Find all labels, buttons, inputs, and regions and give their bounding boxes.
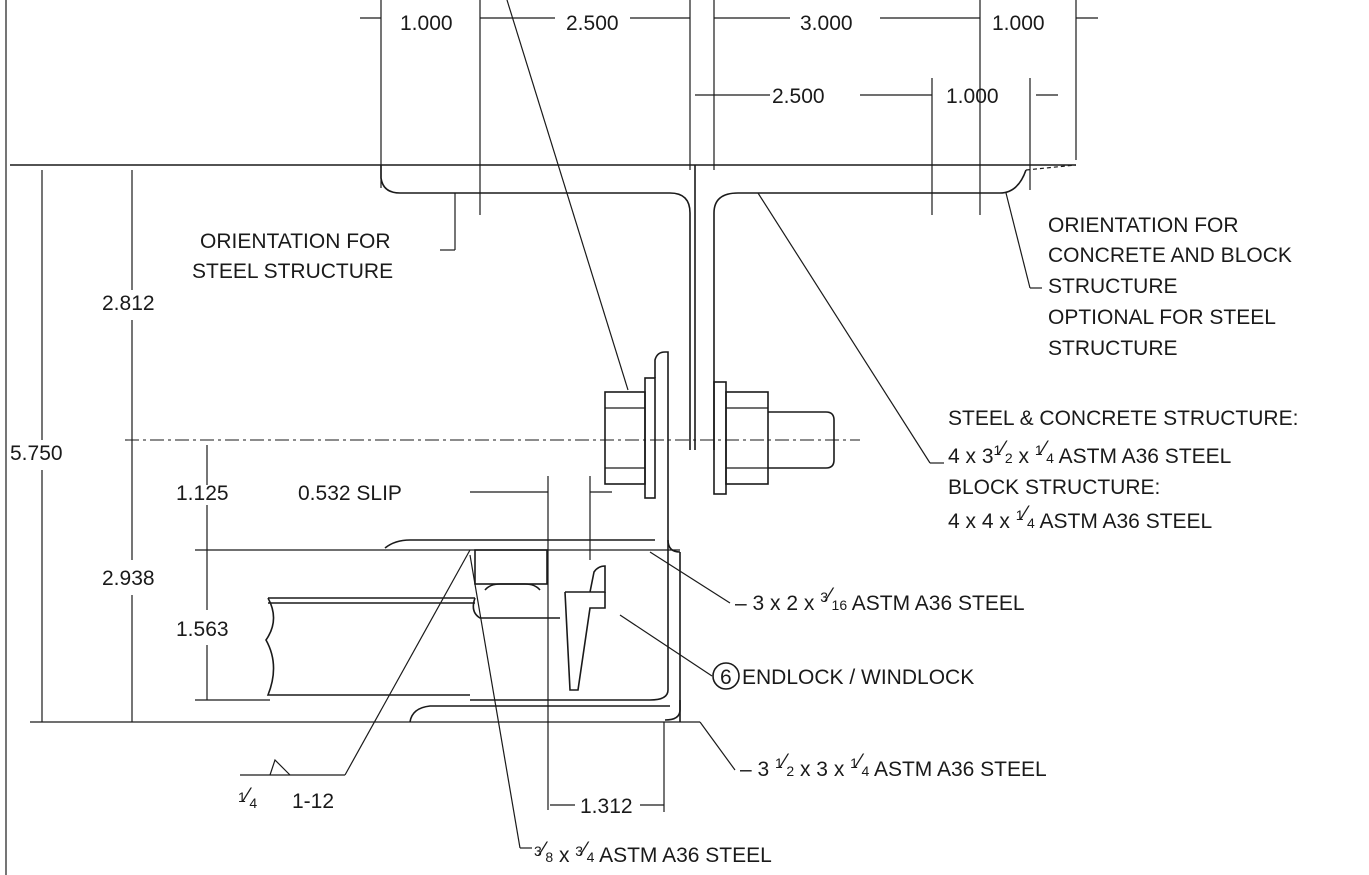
note-angle-small: – 3 x 2 x 3⁄16 ASTM A36 STEEL: [735, 584, 1025, 615]
dim-3000-top: 3.000: [800, 12, 853, 35]
leader-steel-concrete: [757, 192, 931, 464]
dim-2812: 2.812: [102, 292, 155, 315]
left-vertical-dimensions: [30, 170, 860, 723]
endlock-callout-circle: [712, 662, 740, 690]
top-dimension-string: [360, 0, 1098, 215]
leader-angle-bottom: [699, 721, 736, 771]
dim-1125: 1.125: [176, 482, 229, 505]
slip-dimension: [470, 476, 612, 810]
weld-size: 1⁄4: [238, 784, 257, 811]
dim-1312-lines: [550, 722, 665, 812]
leader-bolt: [506, 0, 629, 391]
note-orientation-concrete-2: CONCRETE AND BLOCK: [1048, 244, 1292, 267]
note-orientation-concrete-4: OPTIONAL FOR STEEL: [1048, 306, 1276, 329]
leader-orientation-concrete-a: [1005, 192, 1031, 289]
note-block-heading: BLOCK STRUCTURE:: [948, 476, 1160, 499]
dim-slip: 0.532 SLIP: [298, 482, 402, 505]
dim-2500-mid: 2.500: [772, 85, 825, 108]
dim-1312: 1.312: [580, 795, 633, 818]
deck-panel: [265, 549, 606, 696]
endlock-number: 6: [720, 666, 732, 689]
note-steel-concrete-heading: STEEL & CONCRETE STRUCTURE:: [948, 407, 1298, 430]
dim-2500-top: 2.500: [566, 12, 619, 35]
leader-angle-small: [649, 551, 731, 604]
note-block-spec: 4 x 4 x 1⁄4 ASTM A36 STEEL: [948, 502, 1212, 533]
leader-endlock: [619, 614, 713, 677]
note-orientation-concrete-3: STRUCTURE: [1048, 275, 1178, 298]
note-endlock: ENDLOCK / WINDLOCK: [742, 666, 974, 689]
note-orientation-concrete-1: ORIENTATION FOR: [1048, 214, 1239, 237]
dim-1000-mid: 1.000: [946, 85, 999, 108]
weld-symbol: [269, 758, 291, 776]
bolt-assembly: [604, 351, 835, 553]
dim-5750: 5.750: [10, 442, 63, 465]
mid-dimension-string: [695, 78, 1058, 215]
note-bar: 3⁄8 x 3⁄4 ASTM A36 STEEL: [534, 838, 772, 867]
top-angle-profile: [10, 164, 1077, 450]
dim-1000-right: 1.000: [992, 12, 1045, 35]
note-orientation-concrete-5: STRUCTURE: [1048, 337, 1178, 360]
note-orientation-steel-1: ORIENTATION FOR: [200, 230, 391, 253]
weld-spacing: 1-12: [292, 790, 334, 813]
note-steel-concrete-spec: 4 x 31⁄2 x 1⁄4 ASTM A36 STEEL: [948, 437, 1231, 468]
note-angle-bottom: – 3 1⁄2 x 3 x 1⁄4 ASTM A36 STEEL: [740, 750, 1047, 781]
dim-1563: 1.563: [176, 618, 229, 641]
dim-2938: 2.938: [102, 567, 155, 590]
note-orientation-steel-2: STEEL STRUCTURE: [192, 260, 393, 283]
lower-angle-profile: [384, 539, 681, 723]
dim-1000-left: 1.000: [400, 12, 453, 35]
leader-weld: [344, 549, 471, 776]
leader-bar: [469, 554, 521, 849]
